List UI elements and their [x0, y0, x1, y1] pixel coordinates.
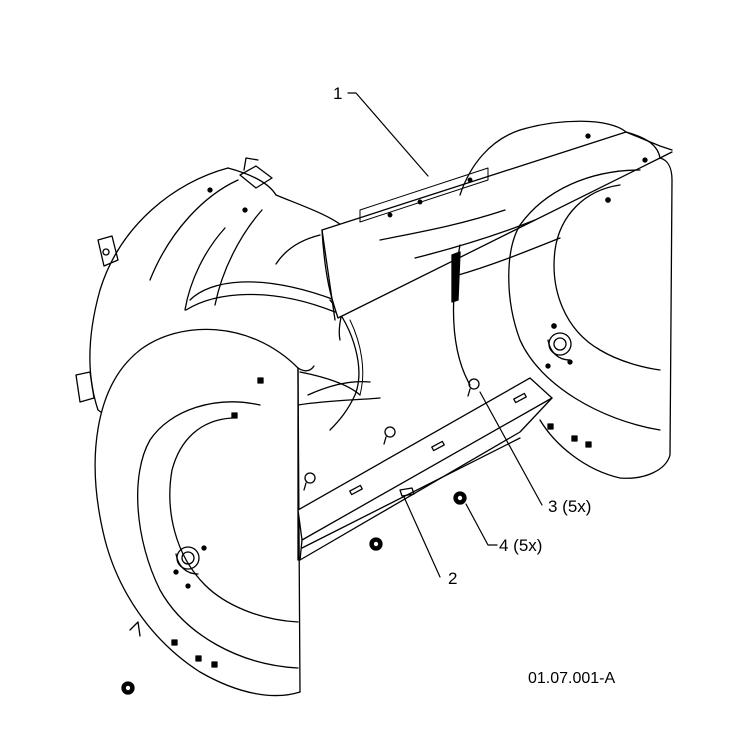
leader-line-4 [465, 503, 498, 546]
housing-opening [297, 367, 371, 561]
callout-3: 3 (5x) [548, 497, 591, 516]
carriage-bolt [303, 472, 316, 491]
leader-line-1 [347, 92, 429, 177]
leader-line-2 [403, 496, 441, 578]
callout-labels: 1 2 3 (5x) 4 (5x) 01.07.001-A [333, 84, 616, 687]
carriage-bolts [303, 378, 480, 491]
leader-lines [347, 92, 543, 578]
flange-nut [369, 537, 383, 551]
top-brace [275, 131, 673, 321]
flange-nut [453, 491, 467, 505]
figure-reference: 01.07.001-A [528, 670, 616, 687]
carriage-bolt [467, 378, 480, 397]
callout-4: 4 (5x) [499, 536, 542, 555]
callout-2: 2 [448, 569, 457, 588]
flange-nut [121, 681, 135, 695]
carriage-bolt [383, 426, 396, 445]
scraper-bar [297, 377, 553, 561]
right-side-plate [451, 120, 673, 479]
callout-1: 1 [333, 84, 342, 103]
left-side-plate [94, 328, 315, 697]
flange-nuts [121, 491, 467, 695]
impeller-housing [75, 157, 346, 421]
leader-line-3 [479, 391, 543, 506]
center-drum [185, 281, 381, 431]
